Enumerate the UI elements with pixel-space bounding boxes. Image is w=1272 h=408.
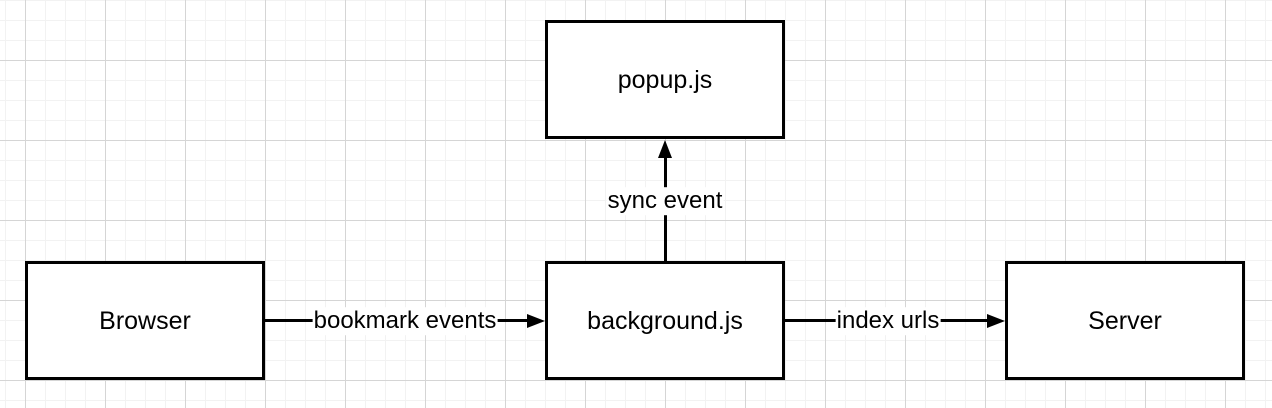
node-browser[interactable]: Browser [25,261,265,380]
edge-label-index-urls[interactable]: index urls [835,307,941,335]
node-label: background.js [587,306,743,335]
node-popup-js[interactable]: popup.js [545,20,785,139]
arrowhead-up-icon [658,140,672,158]
node-background-js[interactable]: background.js [545,261,785,380]
node-label: popup.js [617,65,713,94]
arrowhead-right-icon [527,313,545,328]
edge-label-sync-event[interactable]: sync event [606,187,724,215]
node-label: Server [1088,306,1162,335]
node-server[interactable]: Server [1005,261,1245,380]
arrowhead-right-icon [987,313,1005,328]
node-label: Browser [99,306,191,335]
edge-label-bookmark-events[interactable]: bookmark events [312,307,498,335]
